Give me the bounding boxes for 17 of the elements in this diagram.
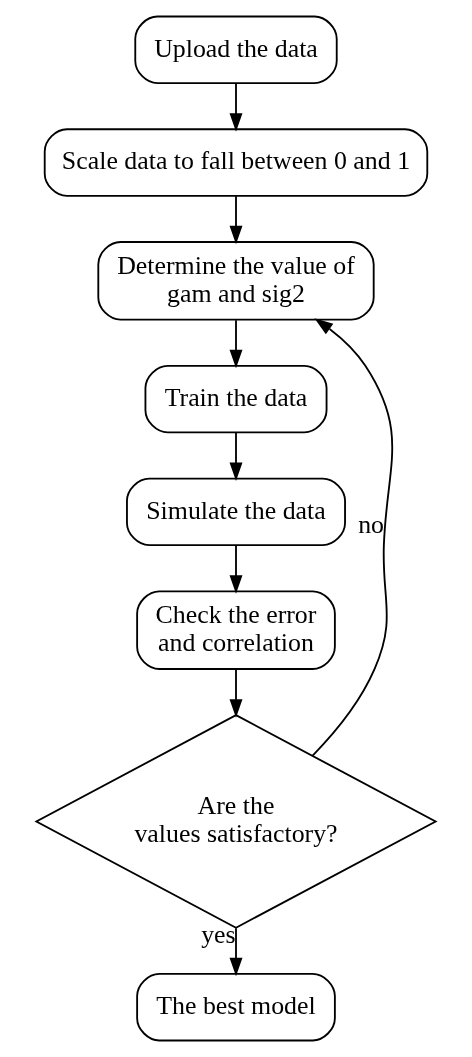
arrow: [229, 668, 243, 718]
node-box: Check the error and correlation: [136, 590, 336, 670]
arrow: [229, 927, 243, 977]
node-box: The best model: [136, 973, 336, 1042]
node-box: Scale data to fall between 0 and 1: [43, 128, 429, 197]
node-diamond: Are the values satisfactory?: [34, 714, 438, 929]
arrow: [311, 318, 394, 757]
arrow: [229, 431, 243, 481]
node-box: Determine the value of gam and sig2: [97, 241, 375, 321]
arrow: [229, 544, 243, 594]
node-box: Upload the data: [134, 15, 338, 84]
arrow: [229, 195, 243, 245]
arrow: [229, 319, 243, 369]
edge-label: no: [358, 510, 385, 540]
node-box: Simulate the data: [126, 477, 346, 547]
arrow: [229, 82, 243, 132]
node-box: Train the data: [144, 364, 328, 434]
